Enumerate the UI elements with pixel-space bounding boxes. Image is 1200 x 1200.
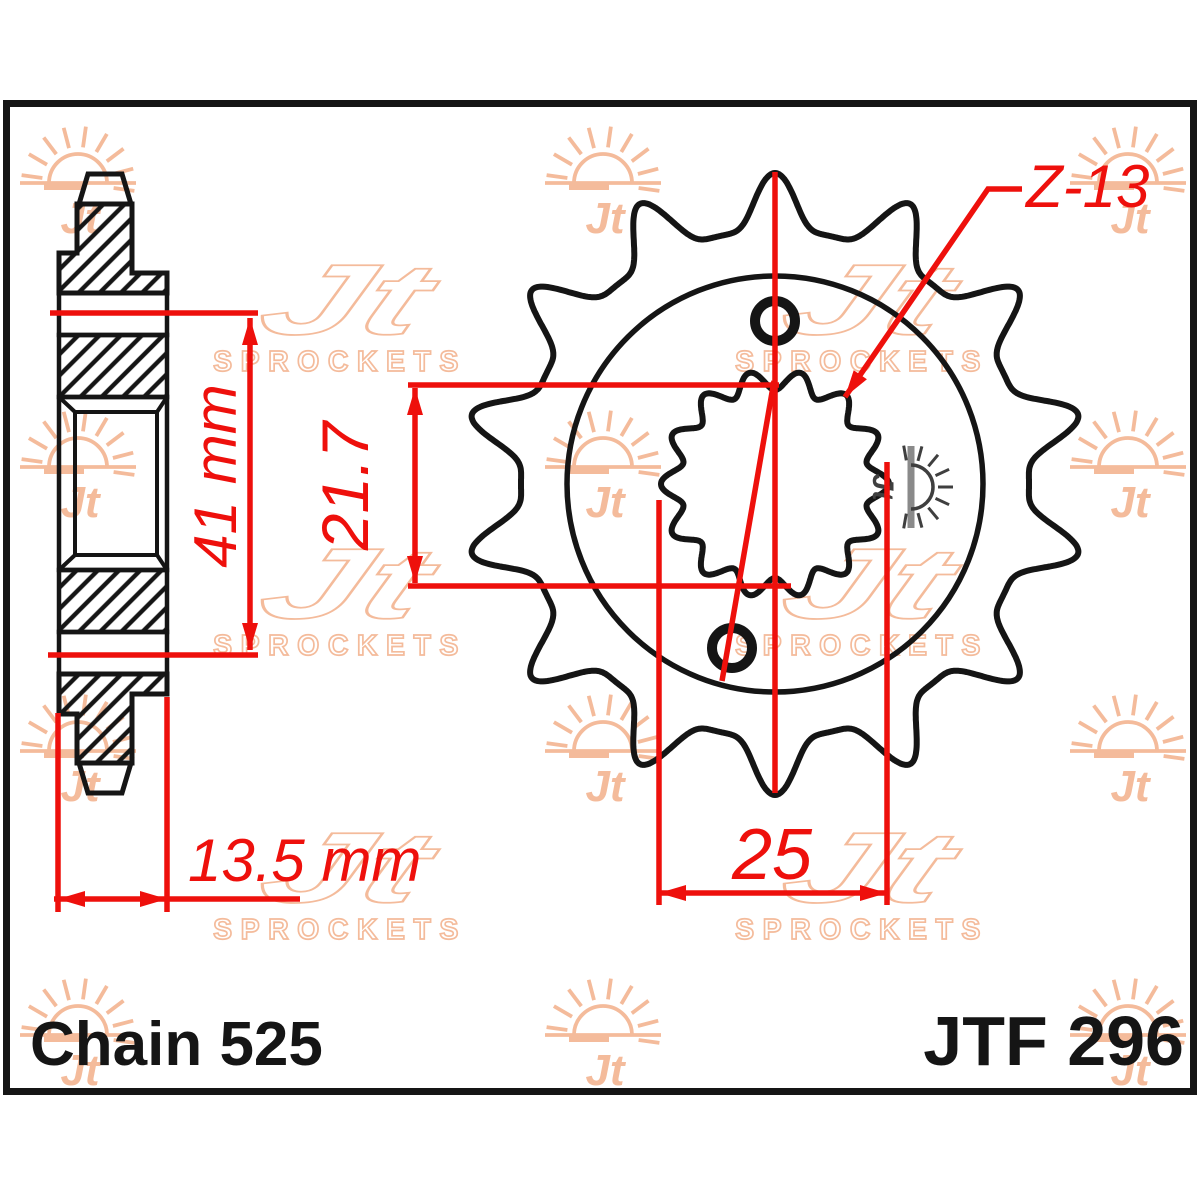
side-hatch-hub-top xyxy=(56,332,170,400)
dimension-arrowhead xyxy=(659,885,686,901)
watermark-sun-icon: Jt xyxy=(545,978,661,1095)
watermark-brand-text: Jt xyxy=(1110,1046,1151,1095)
watermark-sun-icon: Jt xyxy=(1070,126,1186,243)
watermark-sun-icon: Jt xyxy=(545,694,661,811)
side-bore-chamfers xyxy=(57,395,169,572)
dimension-arrowhead xyxy=(140,891,167,907)
sprocket-side-section-view xyxy=(56,171,170,796)
jt-stamp-icon: Jt xyxy=(866,445,953,529)
bolt-hole-axis-line xyxy=(719,380,777,682)
spline-bore-outline xyxy=(658,369,892,599)
sprocket-silhouette xyxy=(468,170,1082,798)
watermark-brand-text: Jt xyxy=(1110,762,1151,811)
dimension-arrowhead xyxy=(845,370,867,397)
watermark-brand-text: Jt xyxy=(1110,194,1151,243)
sprocket-teeth-outline xyxy=(468,170,1082,798)
stamp-brand-text: Jt xyxy=(866,474,899,503)
stamp-sun-ray xyxy=(916,446,924,462)
hub-length-dimension-label: 41 mm xyxy=(182,384,249,567)
side-tooth-bottom xyxy=(75,760,135,796)
dimension-layer xyxy=(48,172,1022,912)
stamp-sun-ray xyxy=(902,513,908,529)
spline-inner-dimension-label: 21.7 xyxy=(308,419,382,551)
stamp-sun-ray xyxy=(927,453,940,468)
drawing-border xyxy=(3,100,1197,1095)
watermark-sun-icon: Jt xyxy=(1070,694,1186,811)
dimension-arrowheads xyxy=(58,318,887,907)
stamp-sun-ray xyxy=(934,497,950,507)
watermark-brand-text: Jt xyxy=(585,762,626,811)
side-bore-inner xyxy=(73,410,159,557)
side-hatch-bottom xyxy=(56,671,170,766)
watermark-sun-icon: Jt xyxy=(20,410,136,527)
watermark-brand-text: Jt xyxy=(585,478,626,527)
stamp-sun-ray xyxy=(927,506,940,521)
watermark-layer: JtJtJtJtJtJtJtJtJtJtJtJtJtSPROCKETSJtSPR… xyxy=(20,126,1186,1095)
spline-outer-dimension-label: 25 xyxy=(731,815,813,895)
watermark-logo-word: SPROCKETS xyxy=(213,346,467,378)
stamp-sun-ray xyxy=(902,445,908,461)
teeth-count-label: Z-13 xyxy=(1024,153,1149,220)
watermark-sun-icon: Jt xyxy=(545,410,661,527)
watermark-logo-brand: Jt xyxy=(245,244,455,355)
chain-size-label: Chain 525 xyxy=(30,1010,323,1079)
watermark-brand-text: Jt xyxy=(585,194,626,243)
watermark-logo-brand: Jt xyxy=(767,528,977,639)
dimension-arrowhead xyxy=(860,885,887,901)
watermark-sun-icon: Jt xyxy=(1070,410,1186,527)
dimension-arrowhead xyxy=(407,388,423,415)
dimension-arrowhead xyxy=(242,623,258,650)
watermark-sun-icon: Jt xyxy=(1070,978,1186,1095)
side-hatch-top xyxy=(56,201,170,296)
dimension-arrowhead xyxy=(242,318,258,345)
watermark-sun-icon: Jt xyxy=(545,126,661,243)
side-hatch-hub-bottom xyxy=(56,567,170,635)
hub-width-dimension-label: 13.5 mm xyxy=(188,827,421,894)
part-number-label: JTF 296 xyxy=(923,1002,1184,1080)
stamp-sun-ray xyxy=(916,512,924,528)
stamp-sun-ray xyxy=(934,467,950,477)
teeth-count-leader-line xyxy=(842,186,1022,399)
watermark-brand-text: Jt xyxy=(585,1046,626,1095)
watermark-brand-text: Jt xyxy=(60,1046,101,1095)
watermark-sun-icon: Jt xyxy=(20,978,136,1095)
dimension-arrowhead xyxy=(407,556,423,583)
watermark-logo-word: SPROCKETS xyxy=(213,914,467,946)
watermark-brand-text: Jt xyxy=(1110,478,1151,527)
watermark-brand-text: Jt xyxy=(60,478,101,527)
watermark-logo-word: SPROCKETS xyxy=(735,914,989,946)
dimension-arrowhead xyxy=(58,891,85,907)
